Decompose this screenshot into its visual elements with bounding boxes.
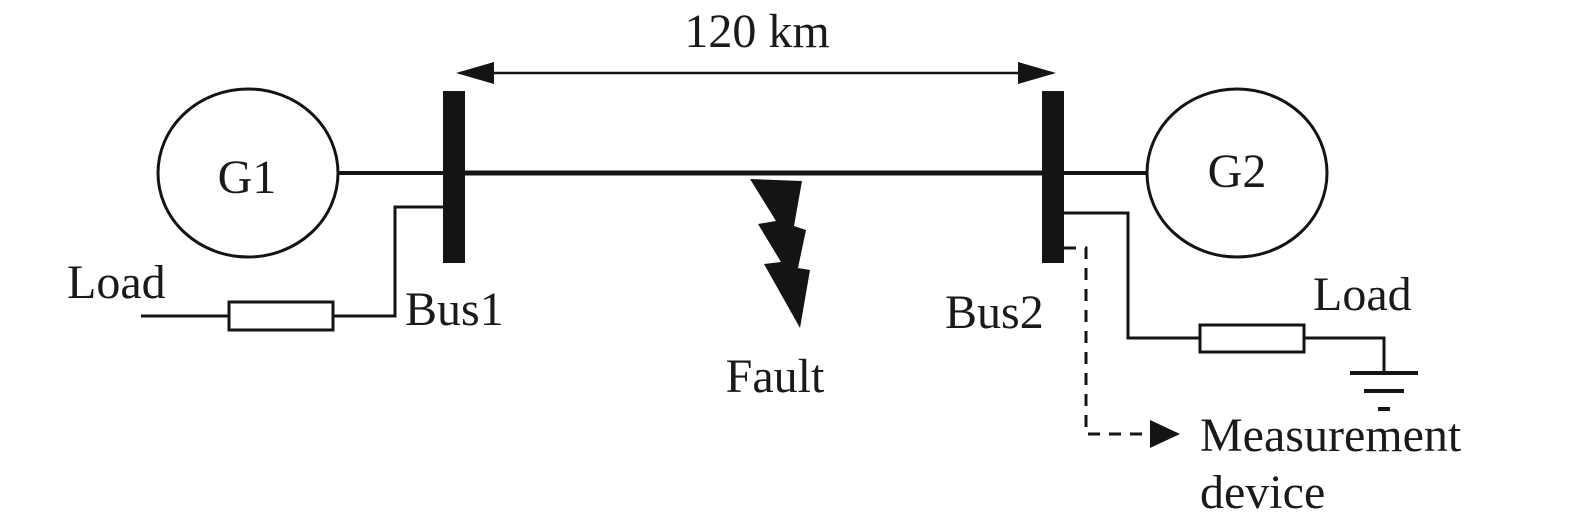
lightning-icon xyxy=(750,179,810,328)
right-load-wire xyxy=(1064,211,1200,340)
generator-g1-label: G1 xyxy=(218,151,277,204)
right-load-resistor xyxy=(1198,323,1306,354)
fault-label: Fault xyxy=(726,350,825,403)
generator-g2: G2 xyxy=(1145,87,1329,259)
measurement-device: Measurement device xyxy=(1064,246,1462,519)
left-load: Load xyxy=(67,205,443,332)
bus1-bar xyxy=(443,91,465,263)
left-load-resistor xyxy=(227,300,335,332)
bus2-bar xyxy=(1042,91,1064,263)
generator-g1: G1 xyxy=(156,87,340,259)
bus2-label: Bus2 xyxy=(945,286,1044,339)
distance-label: 120 km xyxy=(684,5,829,58)
left-load-label: Load xyxy=(67,256,166,309)
measurement-label-line2: device xyxy=(1200,466,1325,519)
bus1-label: Bus1 xyxy=(405,283,504,336)
generator-g2-label: G2 xyxy=(1208,145,1267,198)
right-load-label: Load xyxy=(1313,268,1412,321)
distance-dimension: 120 km xyxy=(456,5,1056,84)
left-load-wire xyxy=(333,205,443,318)
measurement-arrow-icon xyxy=(1150,420,1180,448)
measurement-dashed-line xyxy=(1064,246,1150,436)
right-load-ground-lead xyxy=(1304,336,1386,372)
fault: Fault xyxy=(726,179,825,403)
distance-arrow-left-icon xyxy=(456,62,494,84)
measurement-label-line1: Measurement xyxy=(1200,409,1462,462)
right-load: Load xyxy=(1064,211,1418,411)
distance-arrow-right-icon xyxy=(1018,62,1056,84)
